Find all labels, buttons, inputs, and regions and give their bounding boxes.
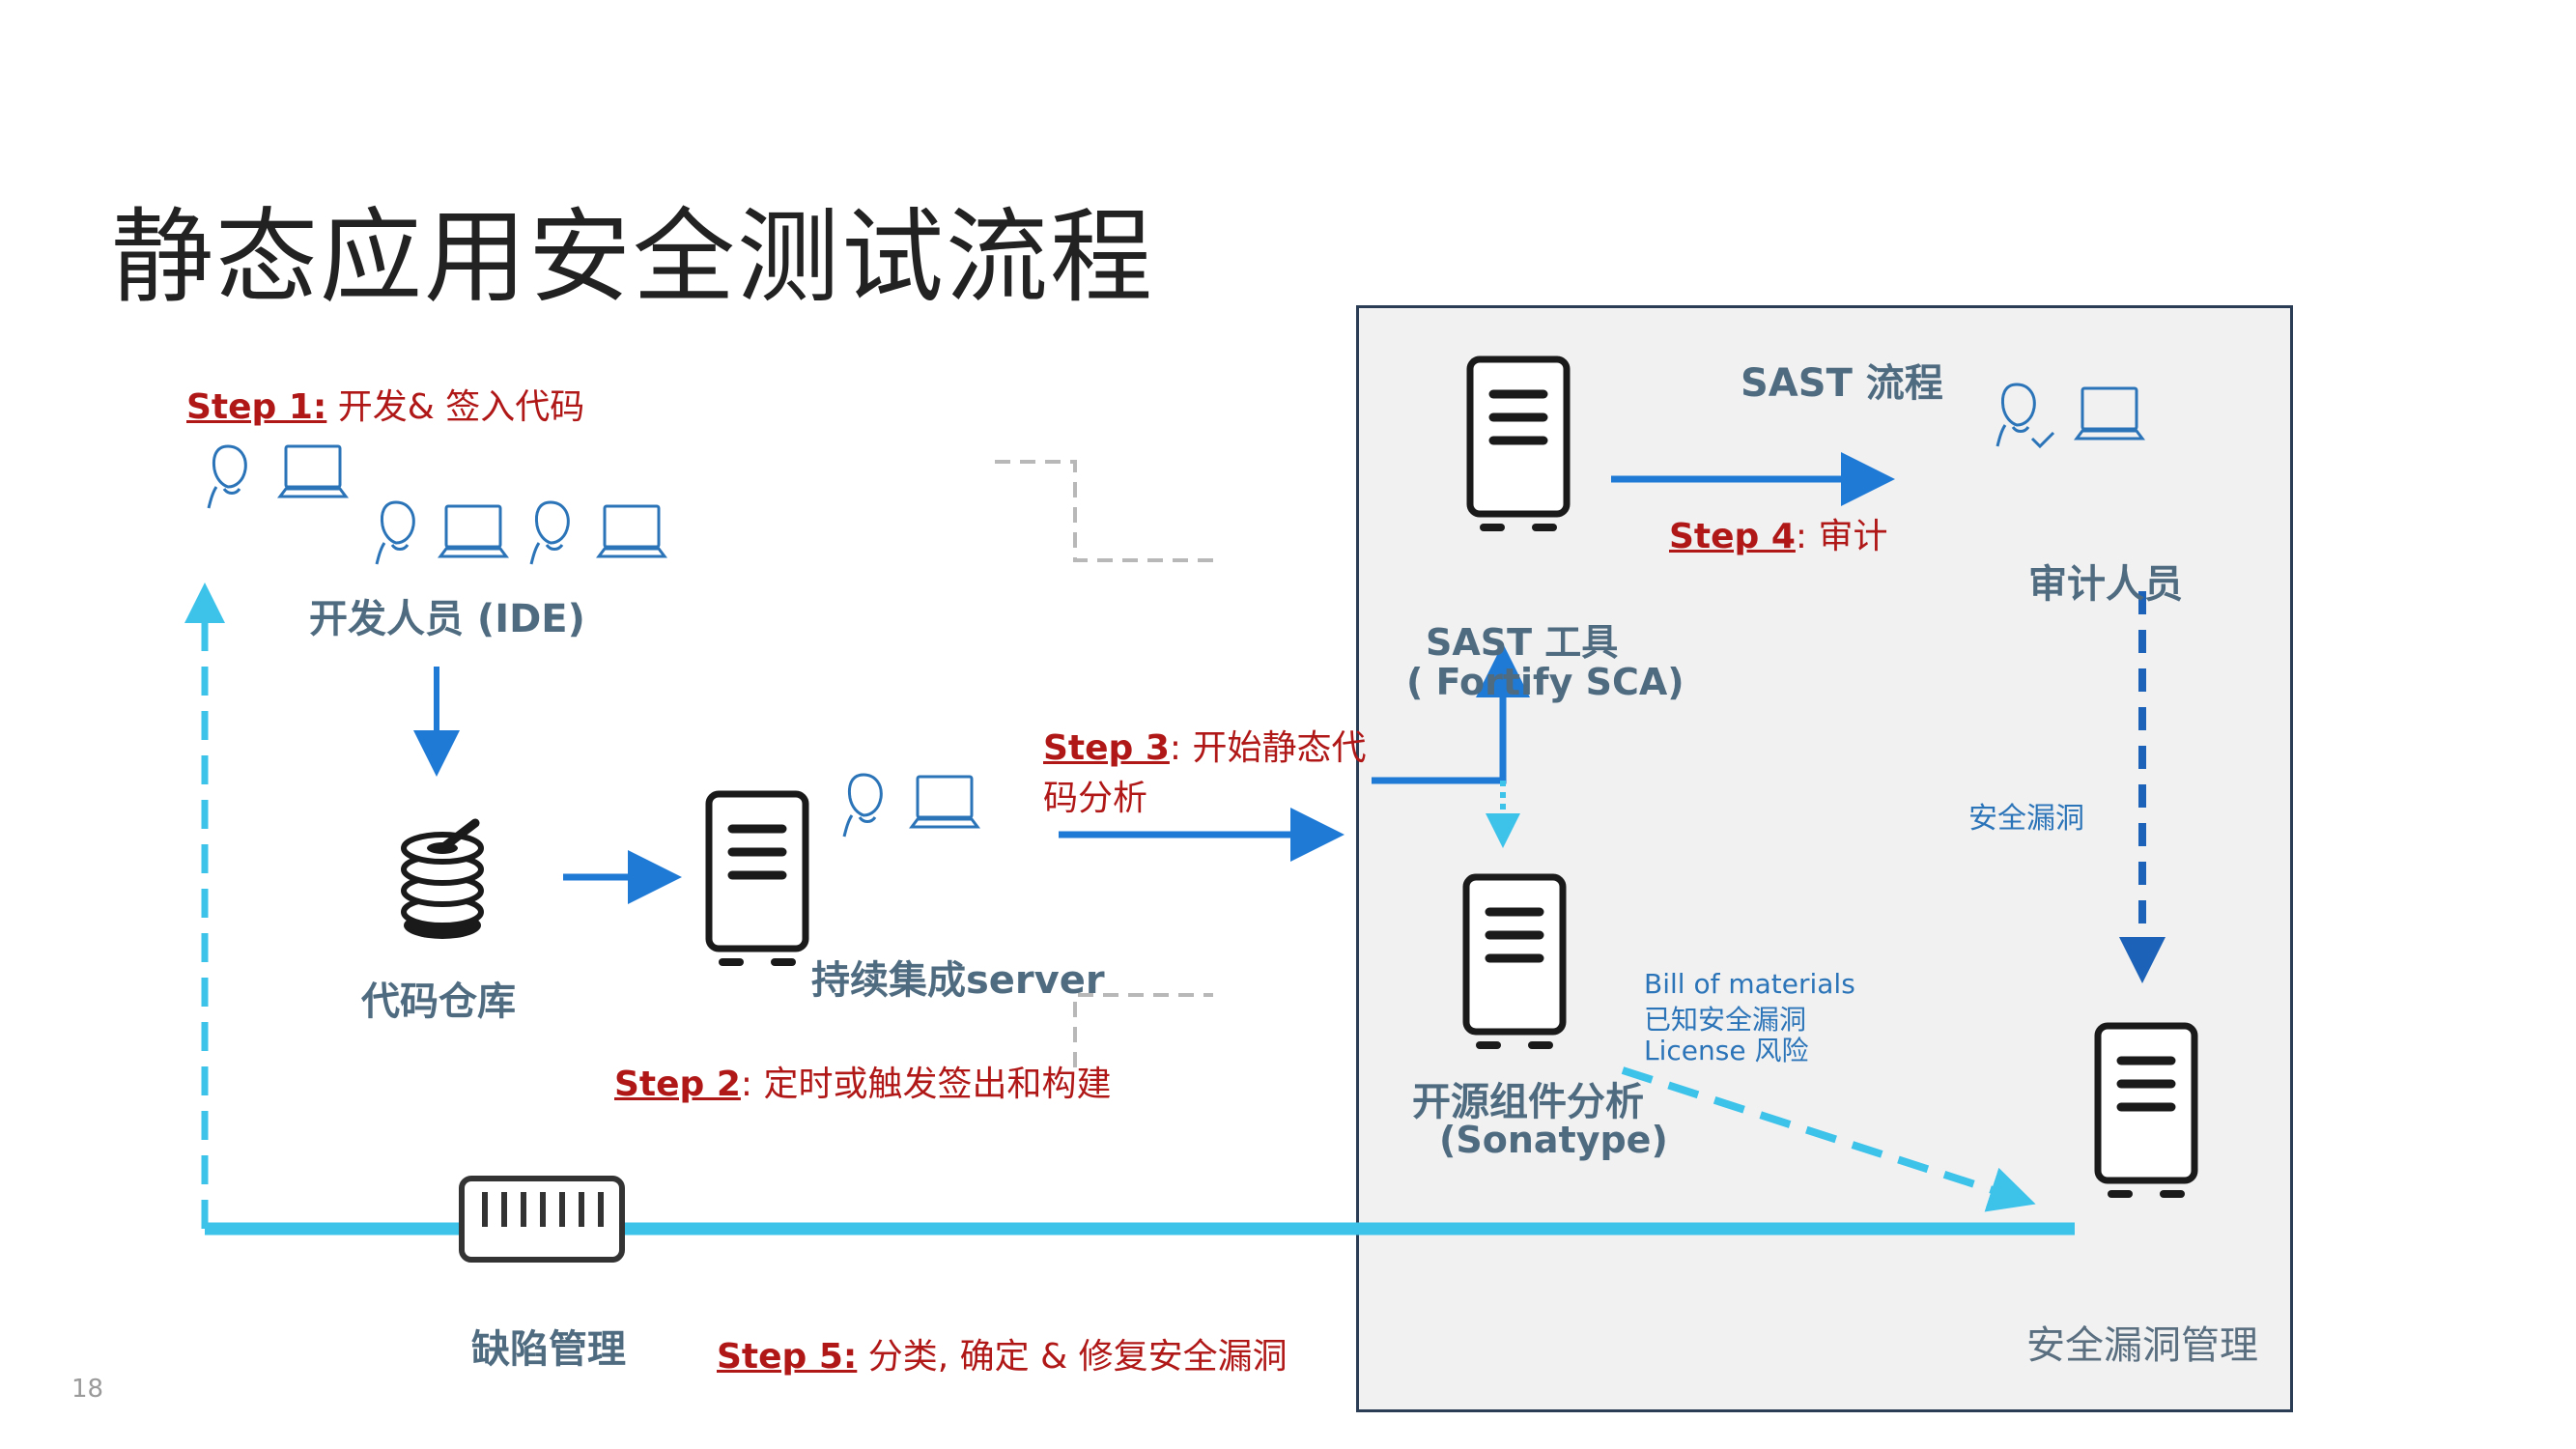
sast-flow-label: SAST 流程 [1741, 361, 1943, 406]
sast-server-icon [1470, 359, 1567, 527]
step4-label: Step 4: 审计 [1669, 508, 1887, 558]
defect-mgmt-label: 缺陷管理 [471, 1327, 626, 1372]
user-icon [842, 773, 883, 838]
vuln-mgmt-server-icon [2098, 1026, 2194, 1194]
bom-line1: Bill of materials [1644, 968, 1855, 1000]
step4-text: : 审计 [1795, 517, 1888, 556]
step2-key: Step 2 [614, 1065, 741, 1104]
step5-label: Step 5: 分类, 确定 & 修复安全漏洞 [717, 1328, 1288, 1378]
step1-label: Step 1: 开发& 签入代码 [186, 379, 584, 429]
user-icon [375, 500, 415, 566]
check-icon [2030, 431, 2055, 449]
step3-label-line2: 码分析 [1043, 779, 1148, 818]
step2-label: Step 2: 定时或触发签出和构建 [614, 1056, 1111, 1106]
step2-text: : 定时或触发签出和构建 [740, 1065, 1112, 1104]
user-icon [529, 500, 570, 566]
bom-line2: 已知安全漏洞 [1644, 1004, 1807, 1036]
ci-server-icon [709, 794, 806, 962]
code-repo-label: 代码仓库 [361, 980, 516, 1024]
auditor-user-icon [1996, 383, 2036, 448]
security-vuln-label: 安全漏洞 [1968, 802, 2084, 836]
arrow-oss-to-vuln [1621, 1066, 2036, 1212]
laptop-icon [2075, 386, 2144, 440]
laptop-icon [910, 775, 979, 829]
laptop-icon [278, 444, 348, 498]
oss-analysis-label: 开源组件分析 [1412, 1080, 1644, 1124]
page-number: 18 [71, 1375, 104, 1404]
vuln-mgmt-label: 安全漏洞管理 [2026, 1323, 2258, 1368]
step1-key: Step 1: [186, 387, 327, 427]
bom-line3: License 风险 [1644, 1035, 1809, 1066]
step3-text: : 开始静态代 [1169, 728, 1367, 768]
ci-server-label: 持续集成server [811, 958, 1105, 1003]
oss-analysis-sub-label: (Sonatype) [1439, 1119, 1668, 1161]
laptop-icon [439, 504, 508, 558]
step5-key: Step 5: [717, 1337, 858, 1377]
barcode-icon [459, 1176, 625, 1263]
developers-label: 开发人员 (IDE) [309, 597, 585, 641]
step3-label: Step 3: 开始静态代 [1043, 720, 1366, 770]
database-icon [401, 818, 484, 939]
user-icon [207, 444, 247, 510]
sast-tool-label: SAST 工具 [1426, 621, 1619, 664]
sast-tool-sub-label: ( Fortify SCA) [1406, 661, 1684, 703]
step1-text: 开发& 签入代码 [326, 387, 585, 427]
auditor-label: 审计人员 [2028, 562, 2183, 607]
step4-key: Step 4 [1669, 517, 1796, 556]
page-title: 静态应用安全测试流程 [111, 198, 1154, 317]
oss-server-icon [1466, 877, 1563, 1045]
step5-text: 分类, 确定 & 修复安全漏洞 [857, 1337, 1288, 1377]
laptop-icon [597, 504, 666, 558]
step3-key: Step 3 [1043, 728, 1170, 768]
decorative-dashed-lines [995, 460, 1213, 1067]
